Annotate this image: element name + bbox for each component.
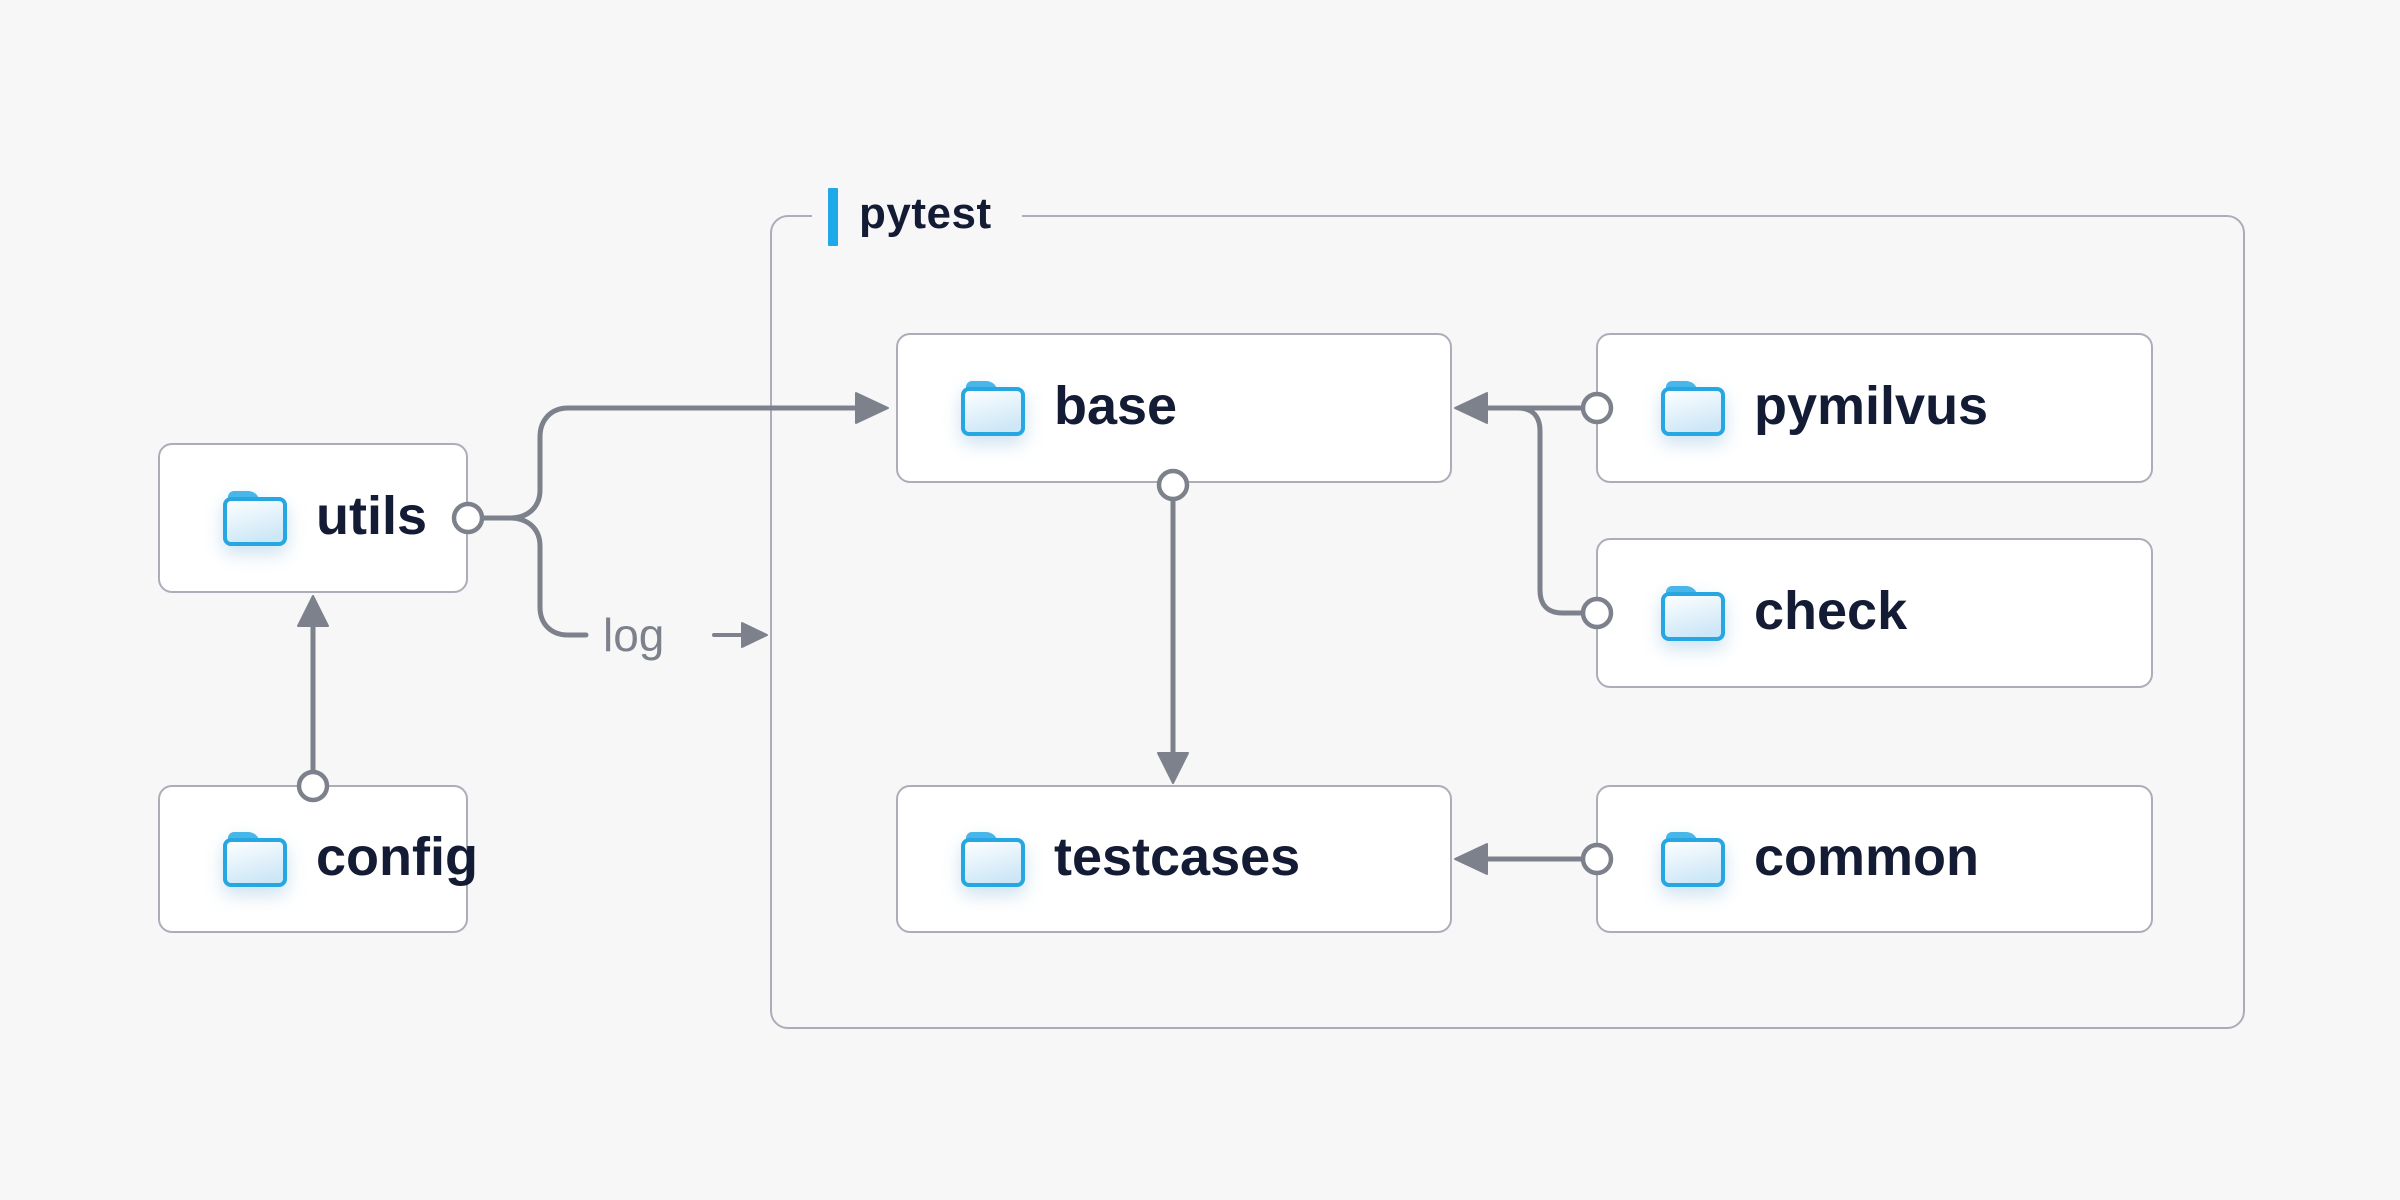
node-utils: utils — [158, 443, 468, 593]
node-label: common — [1754, 827, 1980, 887]
node-base: base — [896, 333, 1452, 483]
folder-icon — [223, 491, 287, 546]
node-config: config — [158, 785, 478, 933]
node-testcases: testcases — [896, 785, 1452, 933]
accent-bar — [828, 188, 838, 246]
node-common: common — [1596, 785, 2153, 933]
node-label: utils — [316, 486, 428, 546]
edge-utils-to-log — [507, 515, 589, 638]
folder-icon — [961, 832, 1025, 887]
log-arrowhead — [741, 622, 768, 648]
node-label: check — [1754, 581, 1908, 641]
arrowhead-into-utils-bottom — [297, 595, 329, 627]
folder-icon — [223, 832, 287, 887]
folder-icon — [1661, 832, 1725, 887]
folder-icon — [1661, 586, 1725, 641]
node-label: testcases — [1054, 827, 1301, 887]
node-label: config — [316, 827, 478, 887]
folder-icon — [961, 381, 1025, 436]
node-pymilvus: pymilvus — [1596, 333, 2153, 483]
group-title: pytest — [859, 189, 992, 238]
node-check: check — [1596, 538, 2153, 688]
node-label: base — [1054, 376, 1178, 436]
node-label: pymilvus — [1754, 376, 1989, 436]
pytest-group-label: pytest — [812, 185, 1022, 249]
edge-label-log: log — [603, 609, 665, 661]
pytest-group-box: pytest — [770, 185, 2245, 1029]
folder-icon — [1661, 381, 1725, 436]
